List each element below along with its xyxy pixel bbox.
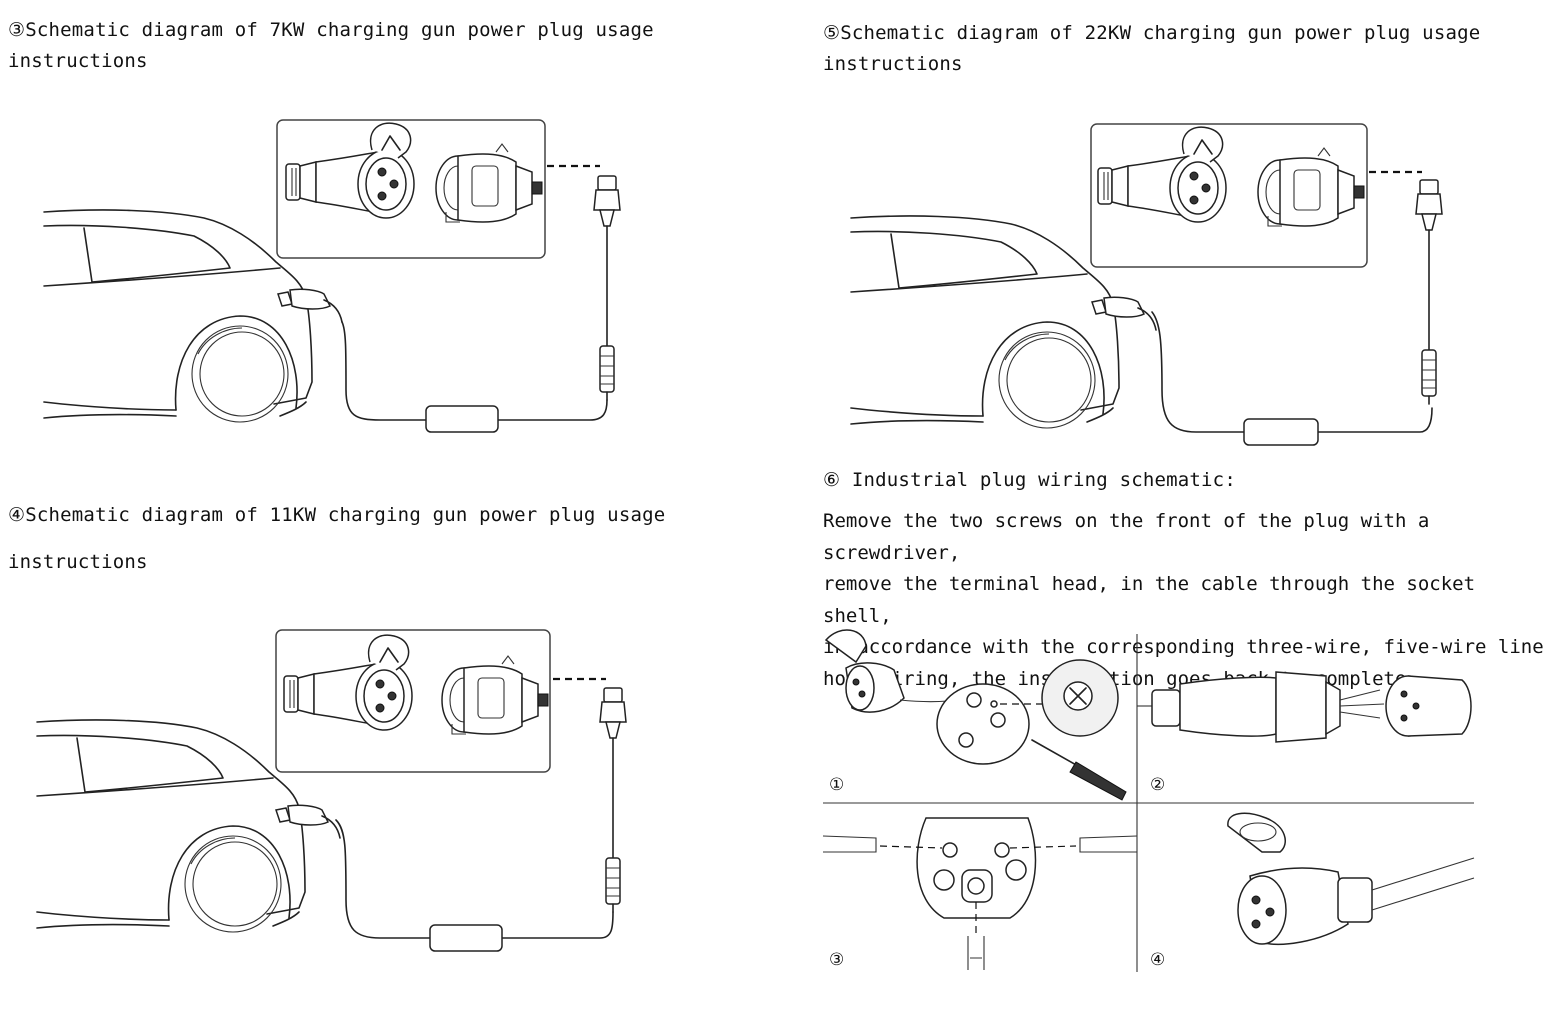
diagram-11kw bbox=[36, 629, 627, 952]
screwdriver-icon bbox=[1031, 739, 1127, 801]
section-4-title-line1: ④Schematic diagram of 11KW charging gun … bbox=[8, 504, 666, 526]
step-3-label: ③ bbox=[829, 950, 844, 970]
diagram-22kw bbox=[850, 123, 1443, 446]
control-box-icon bbox=[429, 924, 503, 952]
car-icon bbox=[43, 209, 313, 423]
section-5-title: ⑤Schematic diagram of 22KW charging gun … bbox=[823, 22, 1481, 75]
cable-plug-icon bbox=[593, 175, 621, 401]
section-4-title-line2: instructions bbox=[8, 551, 148, 573]
charging-gun-icon bbox=[277, 288, 343, 323]
step-3-panel: ③ bbox=[822, 817, 1138, 970]
diagram-7kw bbox=[43, 119, 621, 433]
car-icon bbox=[36, 719, 306, 933]
step-1-label: ① bbox=[829, 775, 844, 795]
control-box-icon bbox=[425, 405, 499, 433]
connector-inset-box bbox=[275, 629, 551, 773]
control-box-icon bbox=[1243, 418, 1319, 446]
cable-plug-icon bbox=[1415, 179, 1443, 405]
car-icon bbox=[850, 215, 1120, 429]
cable-plug-icon bbox=[599, 687, 627, 913]
section-6-body: Remove the two screws on the front of th… bbox=[823, 510, 1544, 690]
step-2-panel: ② bbox=[1137, 671, 1472, 795]
step-4-label: ④ bbox=[1150, 950, 1165, 970]
wiring-steps-grid: ① ② ③ bbox=[822, 629, 1475, 972]
step-4-panel: ④ bbox=[1150, 812, 1475, 970]
section-3-title: ③Schematic diagram of 7KW charging gun p… bbox=[8, 19, 654, 72]
step-2-label: ② bbox=[1150, 775, 1165, 795]
charging-gun-icon bbox=[1091, 296, 1157, 331]
charging-gun-icon bbox=[275, 804, 341, 839]
step-1-panel: ① bbox=[824, 629, 1127, 801]
section-6-title: ⑥ Industrial plug wiring schematic: bbox=[823, 469, 1236, 491]
